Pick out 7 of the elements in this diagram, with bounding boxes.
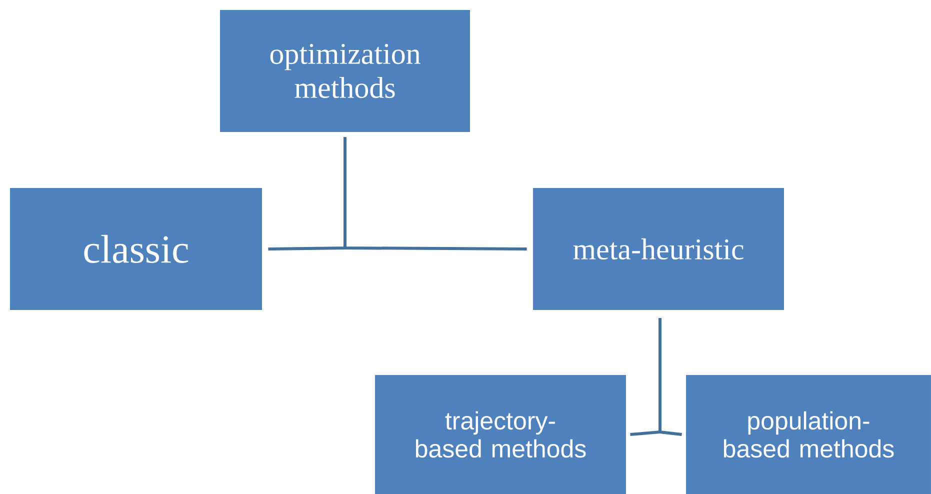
process-box: classic: [10, 188, 262, 310]
process-box: trajectory-based methods: [375, 374, 626, 494]
process-box: population-based methods: [686, 374, 931, 494]
connector-line: [658, 318, 682, 436]
process-box: optimization methods: [220, 10, 470, 132]
process-box: meta-heuristic: [533, 188, 784, 310]
connector-line: [344, 137, 527, 250]
